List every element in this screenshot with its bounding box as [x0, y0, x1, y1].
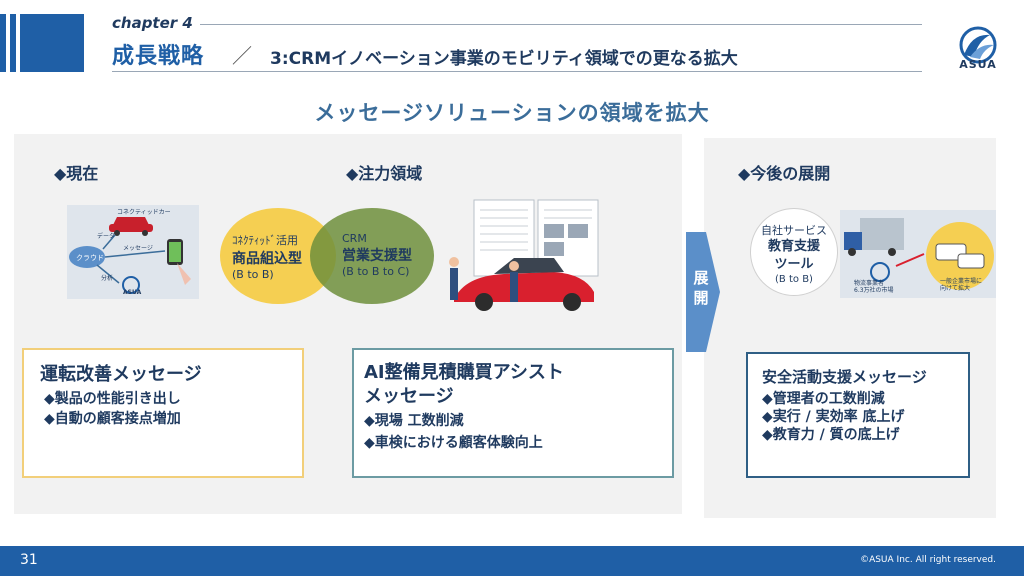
copyright-text: ©ASUA Inc. All right reserved.: [860, 555, 996, 565]
box3-title: 安全活動支援メッセージ: [762, 368, 927, 386]
box3-line1: ◆管理者の工数削減: [762, 391, 885, 407]
box2-line2: ◆車検における顧客体験向上: [364, 435, 543, 451]
venn-right-circle: [310, 208, 434, 304]
section-focus-heading: ◆注力領域: [346, 164, 423, 183]
asua-logo-icon: [959, 26, 997, 64]
education-tool-text: 自社サービス 教育支援 ツール (B to B): [761, 224, 827, 285]
maintenance-illustration: [449, 199, 599, 311]
page-title: 成長戦略: [112, 44, 205, 69]
driving-improvement-box: [22, 348, 304, 478]
chapter-label: chapter 4: [112, 14, 193, 32]
label-general-market: 一般企業市場に 向けて拡大: [940, 278, 983, 292]
section-future-heading: ◆今後の展開: [738, 164, 831, 183]
page-subtitle: 3:CRMイノベーション事業のモビリティ領域での更なる拡大: [270, 49, 738, 69]
box2-title-line1: AI整備見積購買アシスト: [364, 362, 564, 383]
arrow-label: 展開: [693, 269, 709, 307]
venn-right-text: CRM 営業支援型 (B to B to C): [342, 232, 412, 278]
header-divider-bottom: [112, 71, 922, 72]
label-cloud: クラウド: [76, 254, 104, 262]
safety-support-box: [746, 352, 970, 478]
venn-left-circle: [220, 208, 336, 304]
main-heading: メッセージソリューションの領域を拡大: [314, 101, 710, 125]
box3-line2: ◆実行 / 実効率 底上げ: [762, 409, 905, 425]
label-message: メッセージ: [123, 245, 153, 252]
box2-line1: ◆現場 工数削減: [364, 413, 464, 429]
connected-car-illustration: [67, 205, 199, 299]
label-data: データ: [97, 233, 116, 240]
label-connected-car: コネクティッドカー: [117, 209, 171, 216]
logistics-expansion-illustration: 物流事業者 6.3万社の市場 一般企業市場に 向けて拡大: [840, 210, 996, 298]
label-logistics-market: 物流事業者 6.3万社の市場: [854, 280, 894, 294]
label-analysis: 分析: [101, 275, 114, 282]
education-tool-circle: [750, 208, 838, 296]
box1-line2: ◆自動の顧客接点増加: [44, 411, 181, 427]
title-separator: ／: [232, 44, 252, 68]
connected-car-diagram: コネクティッドカー データ メッセージ クラウド 分析 ASUA: [67, 205, 199, 299]
section-current-heading: ◆現在: [54, 164, 99, 183]
page-number: 31: [20, 552, 38, 568]
box1-line1: ◆製品の性能引き出し: [44, 391, 181, 407]
box1-title: 運転改善メッセージ: [40, 364, 202, 385]
ai-maintenance-box: [352, 348, 674, 478]
venn-diagram: [220, 208, 434, 304]
label-asua: ASUA: [123, 289, 142, 296]
footer-bar: [0, 546, 1024, 576]
box3-line3: ◆教育力 / 質の底上げ: [762, 427, 900, 443]
header-divider-top: [200, 24, 922, 25]
expansion-arrow: [686, 232, 720, 352]
box2-title-line2: メッセージ: [364, 386, 454, 407]
header-decoration: [0, 14, 84, 72]
venn-left-text: ｺﾈｸﾃｨｯﾄﾞ活用 商品組込型 (B to B): [232, 234, 302, 281]
logo-text: ASUA: [959, 58, 997, 71]
